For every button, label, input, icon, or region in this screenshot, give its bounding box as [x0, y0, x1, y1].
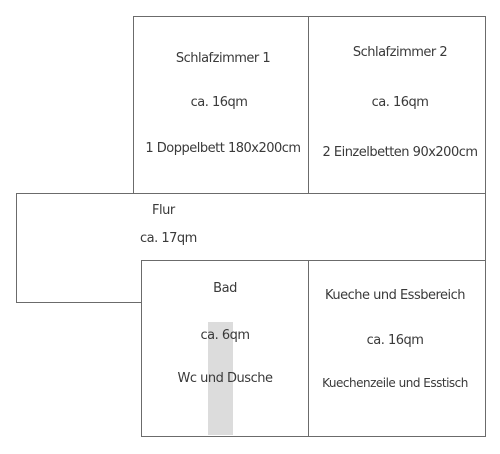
- flur-name: Flur: [152, 203, 175, 218]
- schlafzimmer-1-name: Schlafzimmer 1: [175, 51, 271, 66]
- room-schlafzimmer-2: [308, 16, 486, 194]
- bad-furniture: Wc und Dusche: [177, 371, 273, 386]
- schlafzimmer-1-area: ca. 16qm: [190, 95, 248, 110]
- schlafzimmer-2-area: ca. 16qm: [371, 95, 429, 110]
- kueche-furniture: Kuechenzeile und Esstisch: [322, 376, 468, 390]
- shower-area: [208, 322, 233, 435]
- schlafzimmer-2-furniture: 2 Einzelbetten 90x200cm: [322, 145, 478, 160]
- bad-area: ca. 6qm: [200, 328, 250, 343]
- kueche-name: Kueche und Essbereich: [324, 288, 466, 303]
- schlafzimmer-1-furniture: 1 Doppelbett 180x200cm: [145, 141, 301, 156]
- schlafzimmer-2-name: Schlafzimmer 2: [352, 45, 448, 60]
- kueche-area: ca. 16qm: [366, 333, 424, 348]
- room-kueche: [308, 260, 486, 437]
- room-schlafzimmer-1: [133, 16, 310, 194]
- flur-area: ca. 17qm: [140, 231, 197, 246]
- bad-name: Bad: [213, 281, 237, 296]
